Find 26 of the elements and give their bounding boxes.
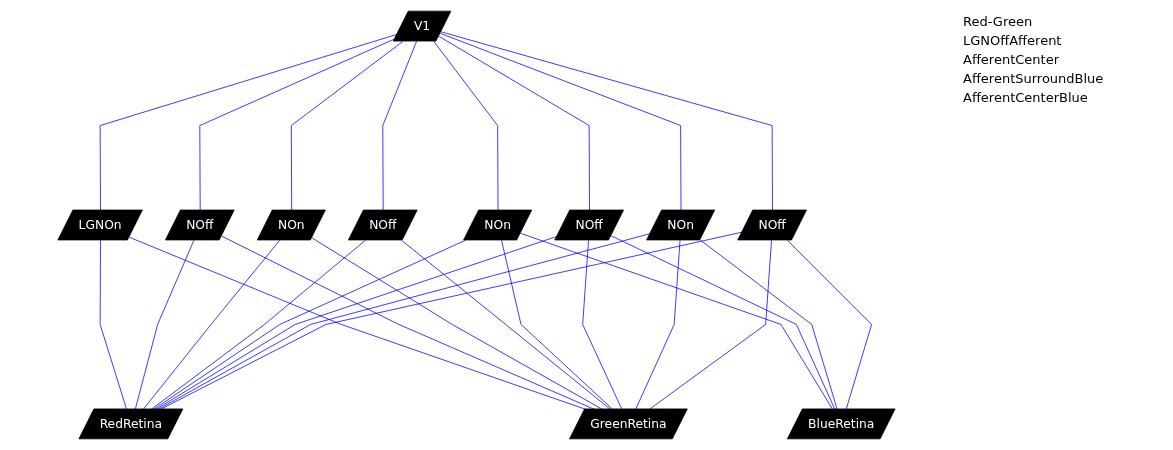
connector [401, 239, 611, 410]
connector [99, 239, 127, 410]
projection-label: AfferentCenter [963, 52, 1060, 67]
connector [520, 232, 833, 410]
projection-label: AfferentSurroundBlue [963, 71, 1105, 86]
connector [199, 38, 396, 211]
connector [649, 239, 772, 410]
connector [787, 239, 872, 410]
connector [433, 41, 499, 211]
projection-label: LGNOffAfferent [963, 33, 1063, 48]
connector [699, 239, 838, 410]
connector [290, 41, 404, 211]
connector [438, 35, 590, 211]
connector [501, 239, 613, 410]
connector [610, 235, 836, 410]
connector [440, 31, 773, 211]
projection-label: AfferentCenterBlue [963, 90, 1089, 105]
connector [153, 239, 466, 410]
connector [382, 41, 417, 211]
connector [582, 239, 623, 410]
connector [142, 239, 280, 410]
connector [440, 33, 682, 211]
connector [157, 233, 651, 410]
connector [635, 239, 681, 410]
projection-label: Red-Green [963, 14, 1034, 29]
connector [134, 239, 195, 410]
